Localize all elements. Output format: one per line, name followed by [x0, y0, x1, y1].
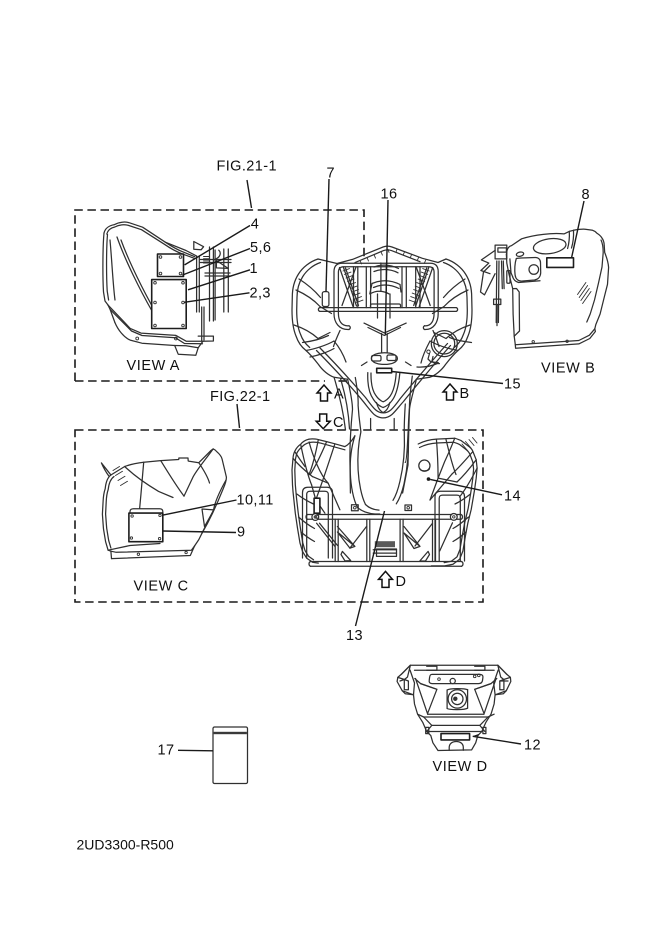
- svg-text:2UD3300-R500: 2UD3300-R500: [77, 837, 174, 853]
- svg-text:1: 1: [250, 261, 258, 277]
- svg-text:5,6: 5,6: [250, 240, 271, 256]
- svg-text:17: 17: [158, 743, 175, 759]
- svg-text:8: 8: [582, 187, 590, 203]
- svg-text:D: D: [396, 574, 407, 590]
- svg-text:15: 15: [504, 377, 521, 393]
- svg-text:13: 13: [346, 628, 363, 644]
- svg-text:4: 4: [251, 216, 259, 232]
- svg-text:16: 16: [381, 187, 398, 203]
- svg-text:B: B: [460, 386, 470, 402]
- svg-text:A: A: [334, 387, 344, 403]
- svg-text:FIG.21-1: FIG.21-1: [217, 159, 277, 175]
- svg-text:VIEW B: VIEW B: [541, 361, 595, 377]
- svg-text:9: 9: [237, 525, 245, 541]
- svg-text:10,11: 10,11: [237, 493, 274, 509]
- svg-text:7: 7: [327, 166, 335, 182]
- svg-text:VIEW A: VIEW A: [127, 358, 181, 374]
- svg-text:C: C: [333, 415, 344, 431]
- svg-text:VIEW D: VIEW D: [433, 759, 488, 775]
- svg-text:2,3: 2,3: [250, 286, 271, 302]
- svg-text:FIG.22-1: FIG.22-1: [210, 389, 270, 405]
- svg-text:VIEW C: VIEW C: [134, 579, 189, 595]
- svg-text:14: 14: [504, 489, 521, 505]
- svg-text:12: 12: [524, 738, 541, 754]
